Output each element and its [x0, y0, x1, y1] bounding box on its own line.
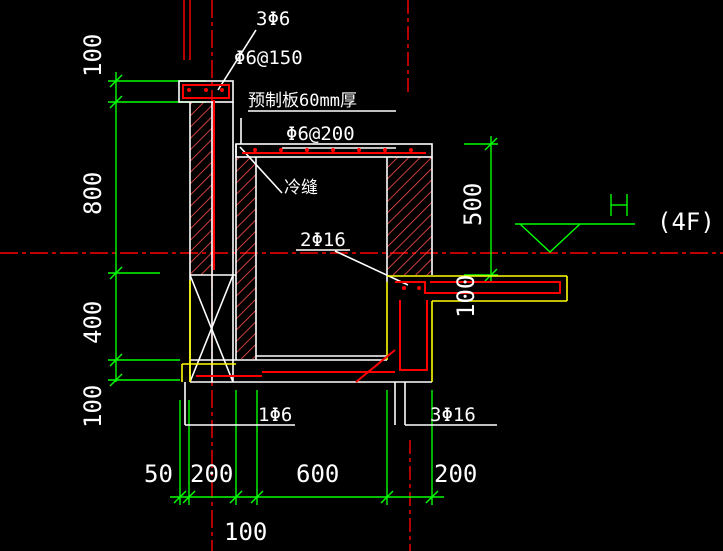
label-precast-slab: 预制板60mm厚	[248, 91, 357, 111]
dim-bottom-100: 100	[224, 518, 267, 546]
concrete-walls	[190, 103, 432, 359]
dim-bottom-50: 50	[144, 460, 173, 488]
label-cold-joint: 冷缝	[284, 178, 318, 198]
label-stirrup: Φ6@150	[234, 47, 303, 69]
label-rebar-top: 3Φ6	[256, 8, 290, 30]
rebar-dots	[187, 88, 421, 290]
dim-bottom-200-right: 200	[434, 460, 477, 488]
label-2phi16: 2Φ16	[300, 229, 346, 251]
dim-left-800: 800	[79, 172, 107, 215]
dim-bottom-200-left: 200	[190, 460, 233, 488]
dim-left-100-top: 100	[79, 34, 107, 77]
slab-edges	[181, 275, 568, 382]
dim-left-400: 400	[79, 301, 107, 344]
label-floor: (4F)	[657, 208, 715, 236]
label-bottom-left-rebar: 1Φ6	[258, 404, 292, 426]
rebar	[182, 84, 561, 383]
section-outline	[178, 29, 497, 426]
dim-right-100: 100	[452, 275, 480, 318]
label-bottom-right-rebar: 3Φ16	[430, 404, 476, 426]
label-slab-rebar: Φ6@200	[286, 123, 355, 145]
dim-right-500: 500	[459, 183, 487, 226]
dimension-lines	[108, 72, 635, 505]
dim-left-100-bottom: 100	[79, 385, 107, 428]
dim-bottom-600: 600	[296, 460, 339, 488]
